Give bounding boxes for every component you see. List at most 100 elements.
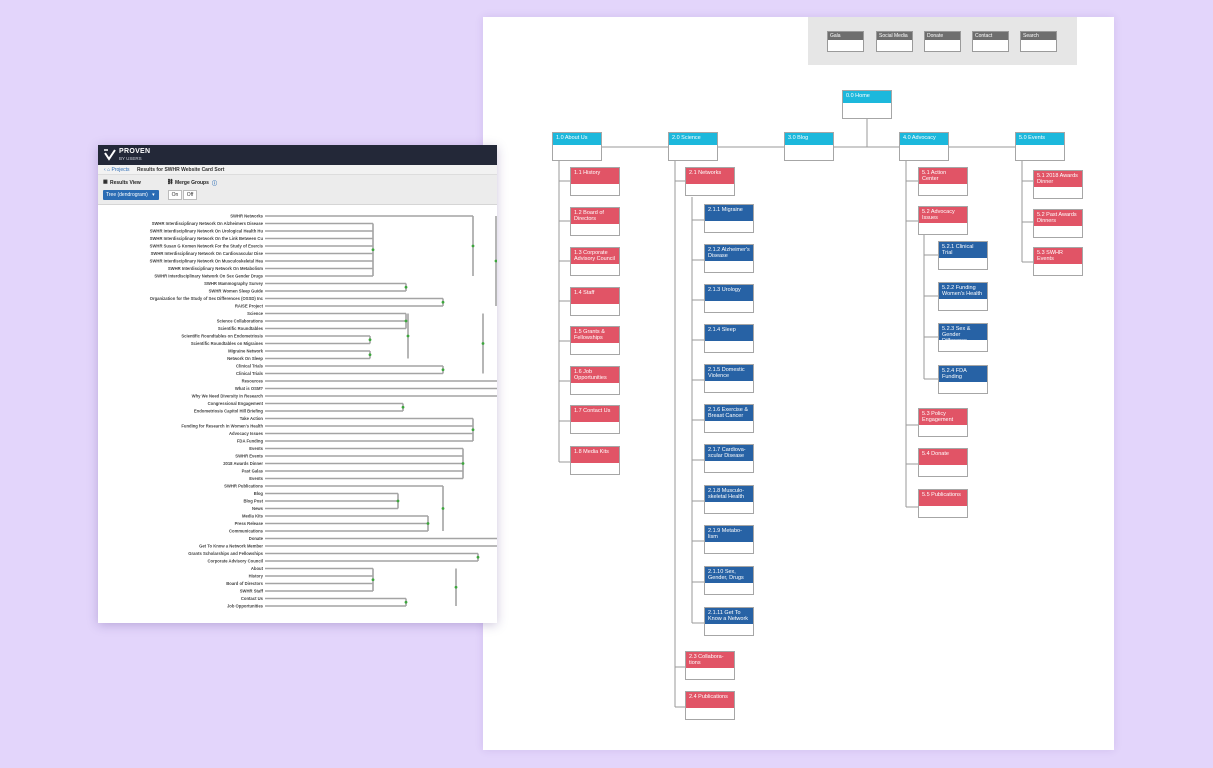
nav-donate-button[interactable]: Donate — [924, 31, 961, 52]
nav-contact-button[interactable]: Contact — [972, 31, 1009, 52]
dendrogram-node[interactable] — [401, 405, 405, 409]
sitemap-utility-nav: Gala Social Media Donate Contact Search — [808, 17, 1077, 65]
dendrogram-leaf-label: Network On Sleep — [227, 356, 263, 361]
node-swhr-events[interactable]: 5.3 SWHR Events — [1033, 247, 1083, 276]
node-corporate-advisory-council[interactable]: 1.3 Corporate Advisory Council — [570, 247, 620, 276]
node-advocacy[interactable]: 4.0 Advocacy — [899, 132, 949, 161]
node-policy-engagement[interactable]: 5.3 Policy Engagement — [918, 408, 968, 437]
dendrogram-node[interactable] — [406, 334, 410, 338]
node-job-opportunities[interactable]: 1.6 Job Opportunities — [570, 366, 620, 395]
node-advocacy-publications[interactable]: 5.5 Publications — [918, 489, 968, 518]
node-grants-fellowships[interactable]: 1.5 Grants & Fellowships — [570, 326, 620, 355]
nav-social-media-button[interactable]: Social Media — [876, 31, 913, 52]
node-staff[interactable]: 1.4 Staff — [570, 287, 620, 316]
dendrogram-node[interactable] — [426, 522, 430, 525]
dendrogram-node[interactable] — [441, 507, 445, 510]
dendrogram-node[interactable] — [481, 342, 485, 345]
dendrogram-leaf-label: Funding for Research in Women's Health — [181, 424, 263, 429]
dendrogram-node[interactable] — [368, 353, 372, 357]
node-alzheimers[interactable]: 2.1.2 Alzheimer's Disease — [704, 244, 754, 273]
node-about-us[interactable]: 1.0 About Us — [552, 132, 602, 161]
node-action-center[interactable]: 5.1 Action Center — [918, 167, 968, 196]
node-fda-funding[interactable]: 5.2.4 FDA Funding — [938, 365, 988, 394]
node-musculoskeletal[interactable]: 2.1.8 Musculo-skeletal Health — [704, 485, 754, 514]
nav-gala-button[interactable]: Gala — [827, 31, 864, 52]
dendrogram-leaf-label: Endometriosis Capitol Hill Briefing — [194, 409, 264, 414]
dendrogram-leaf-label: SWHR Interdisciplinary Network On Sex Ge… — [154, 274, 263, 279]
dendrogram-node[interactable] — [441, 368, 445, 372]
node-label: 1.6 Job Opportunities — [571, 367, 619, 383]
node-label: 5.2.2 Funding Women's Health — [939, 283, 987, 299]
dendrogram-node[interactable] — [396, 499, 400, 503]
dendrogram-node[interactable] — [371, 248, 375, 252]
nav-search-button[interactable]: Search — [1020, 31, 1057, 52]
node-home[interactable]: 0.0 Home — [842, 90, 892, 119]
checkmark-logo-icon — [104, 149, 116, 161]
node-cardiovascular[interactable]: 2.1.7 Cardiova-scular Disease — [704, 444, 754, 473]
node-contact-us[interactable]: 1.7 Contact Us — [570, 405, 620, 434]
dendrogram-node[interactable] — [404, 600, 408, 604]
dendrogram-leaf-label: Corporate Advisory Council — [208, 559, 263, 564]
node-urology[interactable]: 2.1.3 Urology — [704, 284, 754, 313]
dendrogram-node[interactable] — [461, 462, 465, 465]
node-clinical-trial[interactable]: 5.2.1 Clinical Trial — [938, 241, 988, 270]
node-label: 2.1.4 Sleep — [705, 325, 753, 341]
node-publications[interactable]: 2.4 Publications — [685, 691, 735, 720]
node-blog[interactable]: 3.0 Blog — [784, 132, 834, 161]
dendrogram-leaf-label: SWHR Interdisciplinary Network On Cardio… — [151, 251, 264, 256]
breadcrumb-projects-link[interactable]: Projects — [111, 167, 130, 173]
dendrogram-node[interactable] — [441, 300, 445, 304]
node-get-to-know-network[interactable]: 2.1.11 Get To Know a Network — [704, 607, 754, 636]
node-past-awards-dinners[interactable]: 5.2 Past Awards Dinners — [1033, 209, 1083, 238]
dendrogram-node[interactable] — [371, 578, 375, 582]
node-migraine[interactable]: 2.1.1 Migraine — [704, 204, 754, 233]
dendrogram-node[interactable] — [368, 338, 372, 342]
node-metabolism[interactable]: 2.1.9 Metabo-lism — [704, 525, 754, 554]
merge-on-toggle[interactable]: On — [168, 190, 182, 200]
node-networks[interactable]: 2.1 Networks — [685, 167, 735, 196]
node-sex-gender-drugs[interactable]: 2.1.10 Sex, Gender, Drugs — [704, 566, 754, 595]
node-label: 1.7 Contact Us — [571, 406, 619, 422]
dendrogram-leaf-label: Media Kits — [242, 514, 264, 519]
merge-groups-label: Merge Groups — [175, 180, 209, 186]
node-label: 5.2 Advocacy Issues — [919, 207, 967, 223]
breadcrumb: ‹ ⌂ Projects Results for SWHR Website Ca… — [98, 165, 497, 175]
node-science[interactable]: 2.0 Science — [668, 132, 718, 161]
node-media-kits[interactable]: 1.8 Media Kits — [570, 446, 620, 475]
node-funding-womens-health[interactable]: 5.2.2 Funding Women's Health — [938, 282, 988, 311]
dendrogram-node[interactable] — [404, 319, 408, 323]
dendrogram-leaf-label: Resources — [242, 379, 264, 384]
dendrogram-node[interactable] — [471, 428, 475, 432]
node-awards-dinner[interactable]: 5.1 2018 Awards Dinner — [1033, 170, 1083, 199]
node-collaborations[interactable]: 2.3 Collabora-tions — [685, 651, 735, 680]
node-sex-gender-difference[interactable]: 5.2.3 Sex & Gender Difference — [938, 323, 988, 352]
dendrogram-leaf-label: Press Release — [235, 521, 264, 526]
node-sleep[interactable]: 2.1.4 Sleep — [704, 324, 754, 353]
info-icon[interactable]: ⓘ — [212, 181, 218, 187]
dendrogram-leaf-label: SWHR Events — [235, 454, 263, 459]
dendrogram-node[interactable] — [454, 585, 458, 589]
dendrogram-leaf-label: Scientific Roundtables — [218, 326, 264, 331]
dendrogram-leaf-label: Communications — [229, 529, 264, 534]
home-icon[interactable]: ⌂ — [107, 167, 111, 173]
dendrogram-node[interactable] — [476, 555, 480, 559]
node-label: 2.1.5 Domestic Violence — [705, 365, 753, 381]
node-history[interactable]: 1.1 History — [570, 167, 620, 196]
dendrogram-leaf-label: About — [251, 566, 264, 571]
card-sort-app-window: PROVEN BY USERS ‹ ⌂ Projects Results for… — [98, 145, 497, 623]
node-label: 5.1 2018 Awards Dinner — [1034, 171, 1082, 187]
back-arrow-icon[interactable]: ‹ — [104, 167, 106, 173]
results-view-select[interactable]: Tree (dendrogram) ▾ — [103, 190, 159, 200]
node-board-of-directors[interactable]: 1.2 Board of Directors — [570, 207, 620, 236]
node-donate[interactable]: 5.4 Donate — [918, 448, 968, 477]
dendrogram-node[interactable] — [404, 285, 408, 289]
dendrogram-node[interactable] — [471, 244, 475, 248]
node-exercise-breast-cancer[interactable]: 2.1.6 Exercise & Breast Cancer — [704, 404, 754, 433]
dendrogram-leaf-label: Clinical Trials — [236, 371, 264, 376]
node-domestic-violence[interactable]: 2.1.5 Domestic Violence — [704, 364, 754, 393]
node-advocacy-issues[interactable]: 5.2 Advocacy Issues — [918, 206, 968, 235]
node-events[interactable]: 5.0 Events — [1015, 132, 1065, 161]
dendrogram-node[interactable] — [494, 259, 497, 263]
dendrogram-leaf-label: FDA Funding — [237, 439, 264, 444]
merge-off-toggle[interactable]: Off — [183, 190, 197, 200]
